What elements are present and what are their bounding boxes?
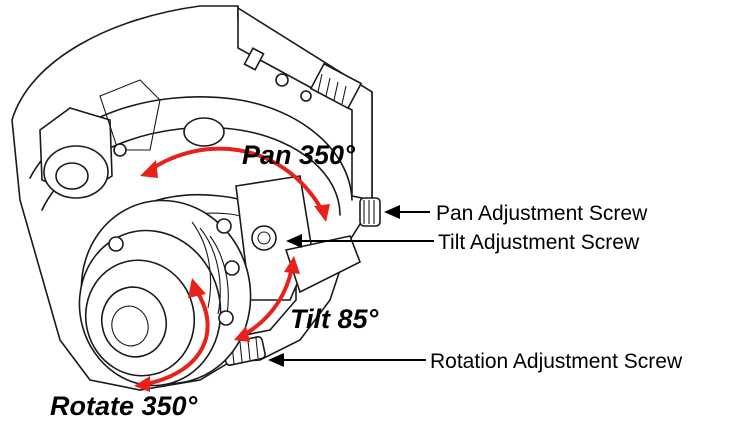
tilt-screw-label: Tilt Adjustment Screw	[438, 231, 640, 254]
tilt-screw-head	[251, 225, 277, 251]
terminal-block	[309, 62, 363, 110]
tilt-arrow	[234, 256, 300, 342]
tilt-label: Tilt 85°	[290, 304, 379, 334]
rotate-arrow	[134, 278, 210, 392]
port-1	[275, 73, 289, 87]
rotate-label: Rotate 350°	[50, 391, 198, 421]
rotation-screw-pointer	[268, 353, 426, 367]
pan-screw-pointer	[384, 205, 430, 219]
pan-screw-label: Pan Adjustment Screw	[436, 202, 648, 225]
lens-assembly	[78, 199, 252, 387]
pan-label: Pan 350°	[242, 140, 355, 170]
rotation-screw-label: Rotation Adjustment Screw	[430, 350, 683, 373]
pan-arrow	[140, 146, 330, 222]
dome-camera-illustration	[11, 5, 381, 391]
pan-screw	[359, 197, 381, 227]
top-bump	[183, 117, 225, 147]
port-2	[300, 90, 312, 102]
tilt-screw-pointer	[286, 234, 434, 248]
dip-switch	[243, 47, 265, 71]
